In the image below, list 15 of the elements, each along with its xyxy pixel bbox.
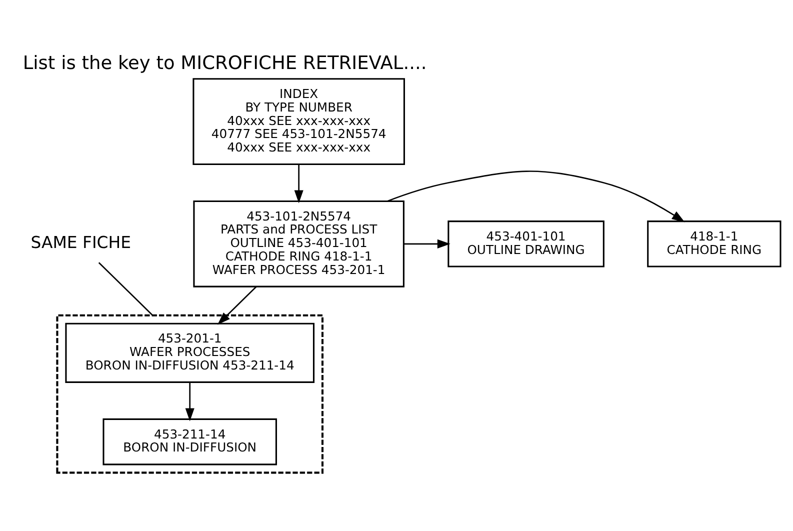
arrow xyxy=(387,170,685,222)
node-box: 453-201-1 WAFER PROCESSES BORON IN-DIFFUSION 453-211-14 xyxy=(65,322,314,383)
node-box: 418-1-1 CATHODE RING xyxy=(647,220,782,268)
arrow xyxy=(404,239,450,248)
arrow xyxy=(185,382,194,422)
node-box: 453-101-2N5574 PARTS and PROCESS LIST OUTLINE 453-401-101 CATHODE RING 418-1-1 WAFER PROCESS 453-201-1 xyxy=(193,200,404,288)
diagram-title: List is the key to MICROFICHE RETRIEVAL.... xyxy=(22,53,427,74)
arrow xyxy=(294,164,304,204)
node-box: INDEX BY TYPE NUMBER 40xxx SEE xxx-xxx-xxx 40777 SEE 453-101-2N5574 40xxx SEE xxx-xxx-xxx xyxy=(192,78,405,165)
node-box: 453-401-101 OUTLINE DRAWING xyxy=(448,220,604,268)
arrow xyxy=(217,286,257,325)
node-text: SAME FICHE xyxy=(30,232,132,252)
node-box: 453-211-14 BORON IN-DIFFUSION xyxy=(102,418,277,466)
cluster xyxy=(56,314,324,474)
connector xyxy=(98,262,154,316)
